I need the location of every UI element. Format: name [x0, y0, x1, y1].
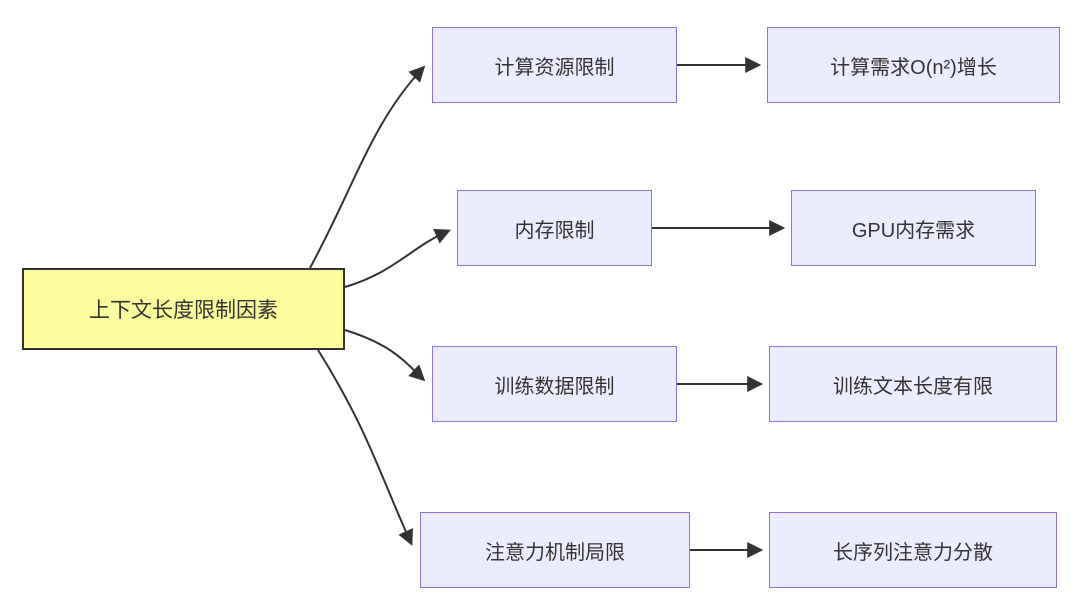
- node-label: 内存限制: [514, 219, 595, 242]
- edge-root-to-training-data: [344, 329, 426, 382]
- node-compute-demand-growth: 计算需求O(n²)增长: [767, 27, 1060, 103]
- node-label: 注意力机制局限: [485, 541, 625, 564]
- edge-root-to-memory: [344, 228, 451, 288]
- edge-root-to-compute: [309, 65, 426, 269]
- node-label: 计算需求O(n²)增长: [830, 56, 997, 79]
- node-context-length-limit-factors: 上下文长度限制因素: [22, 268, 345, 350]
- node-compute-resource-limit: 计算资源限制: [432, 27, 677, 103]
- node-label: 上下文长度限制因素: [89, 299, 278, 322]
- node-memory-limit: 内存限制: [457, 190, 652, 266]
- node-label: GPU内存需求: [851, 219, 976, 242]
- node-training-data-limit: 训练数据限制: [432, 346, 677, 422]
- node-label: 训练文本长度有限: [833, 375, 993, 398]
- node-long-sequence-attention-dispersion: 长序列注意力分散: [769, 512, 1057, 588]
- node-gpu-memory-demand: GPU内存需求: [791, 190, 1036, 266]
- node-label: 计算资源限制: [494, 56, 615, 79]
- node-attention-mechanism-limitation: 注意力机制局限: [420, 512, 690, 588]
- node-training-text-length-limited: 训练文本长度有限: [769, 346, 1057, 422]
- node-label: 训练数据限制: [494, 375, 615, 398]
- edge-root-to-attention: [317, 349, 413, 546]
- node-label: 长序列注意力分散: [833, 541, 993, 564]
